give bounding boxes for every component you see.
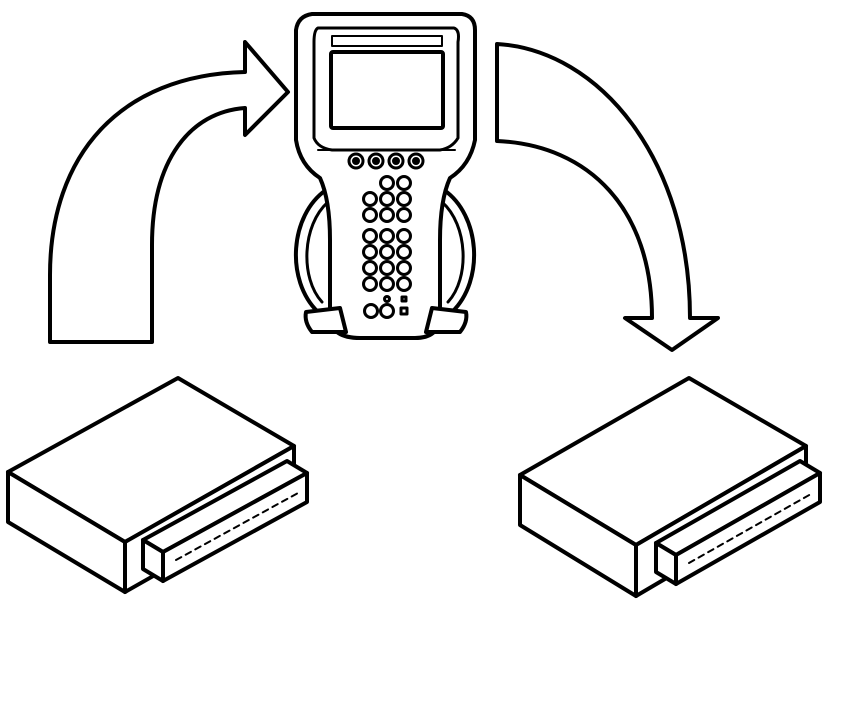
keypad-button[interactable] (362, 228, 378, 244)
keypad-button[interactable] (396, 191, 412, 207)
keypad-button[interactable] (396, 207, 412, 223)
keypad-button[interactable] (379, 191, 395, 207)
indicator-square (400, 295, 408, 303)
keypad-button[interactable] (379, 175, 395, 191)
left-handle-icon (293, 188, 328, 314)
right-handle-inner (440, 200, 465, 304)
keypad-button[interactable] (396, 276, 412, 292)
keypad-button[interactable] (362, 260, 378, 276)
source-module (6, 376, 309, 594)
keypad-button[interactable] (379, 303, 395, 319)
keypad-button[interactable] (362, 244, 378, 260)
keypad-button[interactable] (362, 191, 378, 207)
keypad-button[interactable] (363, 303, 379, 319)
keypad-button[interactable] (379, 228, 395, 244)
keypad-button[interactable] (396, 260, 412, 276)
scan-tool (293, 12, 477, 340)
right-handle-icon (442, 188, 477, 314)
display-screen (329, 50, 445, 130)
keypad-button[interactable] (362, 207, 378, 223)
keypad-button[interactable] (379, 276, 395, 292)
upload-arrow (48, 40, 290, 344)
screen-label (331, 35, 443, 47)
indicator-light (383, 295, 391, 303)
keypad-square-button[interactable] (399, 306, 409, 316)
bottom-bumper (303, 306, 348, 334)
target-module (518, 376, 822, 598)
function-buttons (347, 152, 425, 170)
target-connector-pins (688, 493, 812, 564)
keypad-button[interactable] (379, 260, 395, 276)
keypad-button[interactable] (396, 228, 412, 244)
download-arrow (495, 42, 720, 352)
upload-arrow-body (48, 40, 290, 344)
keypad-button[interactable] (396, 175, 412, 191)
bottom-bumper-right (424, 306, 469, 334)
keypad-button[interactable] (362, 276, 378, 292)
keypad-button[interactable] (396, 244, 412, 260)
keypad (362, 175, 412, 319)
keypad-button[interactable] (379, 244, 395, 260)
download-arrow-body (495, 42, 720, 352)
keypad-button[interactable] (379, 207, 395, 223)
left-handle-inner (305, 200, 330, 304)
source-connector-pins (175, 492, 299, 561)
